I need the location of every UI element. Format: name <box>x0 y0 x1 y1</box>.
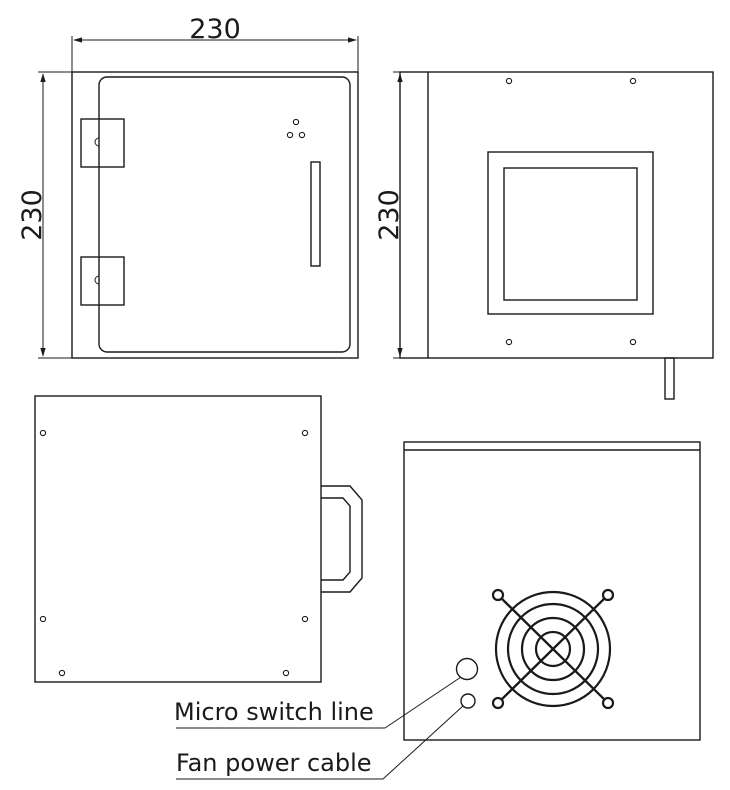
screw-hole <box>505 338 513 346</box>
fan-screw <box>491 696 505 710</box>
door-handle <box>310 161 321 267</box>
fan-screw <box>601 696 615 710</box>
rear-body-outline <box>403 441 701 741</box>
fan-power-port <box>460 693 476 709</box>
screw-hole <box>282 669 290 677</box>
cable-stub <box>664 357 675 400</box>
indicator-hole <box>286 131 294 139</box>
fan-grill <box>491 588 615 710</box>
hinge-bottom <box>80 256 125 306</box>
front-body-outline <box>71 71 359 359</box>
right-height-dimension: 230 <box>374 71 428 359</box>
fan-screw <box>601 588 615 602</box>
hinge-top <box>80 118 125 168</box>
screw-hole <box>505 77 513 85</box>
screw-hole <box>39 615 47 623</box>
indicator-hole <box>292 118 300 126</box>
door-panel <box>98 76 351 353</box>
screw-hole <box>629 77 637 85</box>
indicator-hole <box>298 131 306 139</box>
screw-hole <box>301 429 309 437</box>
left-height-dimension: 230 <box>17 71 72 359</box>
side-view-handle <box>34 395 363 683</box>
micro-switch-port <box>455 657 479 681</box>
callouts: Micro switch line Fan power cable <box>174 676 464 780</box>
side-view-window: 230 <box>374 71 714 400</box>
fan-power-label: Fan power cable <box>176 749 372 777</box>
width-dimension: 230 <box>71 14 359 72</box>
window-glass <box>503 167 638 301</box>
window-frame <box>487 151 654 315</box>
front-view: 230 230 <box>17 14 359 359</box>
screw-hole <box>629 338 637 346</box>
screw-hole <box>58 669 66 677</box>
rear-view <box>403 441 701 741</box>
side-body-outline <box>399 71 714 359</box>
screw-hole <box>39 429 47 437</box>
handle-side-outline <box>34 395 322 683</box>
carry-handle <box>321 485 363 593</box>
left-height-dimension-text: 230 <box>17 189 48 241</box>
width-dimension-text: 230 <box>189 14 241 45</box>
screw-hole <box>301 615 309 623</box>
micro-switch-label: Micro switch line <box>174 698 374 726</box>
fan-screw <box>491 588 505 602</box>
